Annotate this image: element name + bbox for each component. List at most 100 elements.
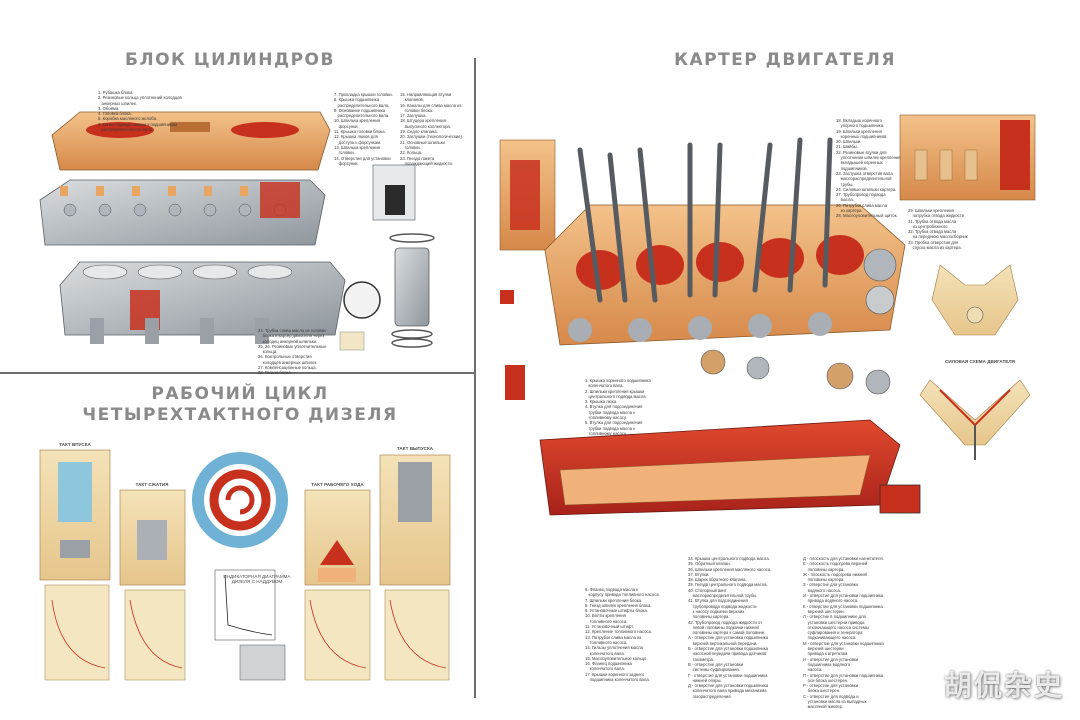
note-item: 4. Головка блока. — [98, 111, 132, 117]
note-item: 29. Шпильки крепления — [908, 208, 954, 213]
note-item: 25, 26. Резиновые уплотнительные — [258, 343, 327, 349]
note-item: 28. Маслоуловительный щиток. — [836, 213, 898, 219]
note-item: 6. Фланец подвода масла к — [585, 587, 639, 592]
note-item: коленчатого вала. — [585, 650, 625, 656]
note-item: половины картера. — [803, 566, 845, 572]
note-item: 10. Шпилька крепления — [334, 118, 380, 124]
note-item: 16. Каналы для слива масла из — [400, 102, 462, 108]
note-item: топливному насосу. — [585, 430, 627, 436]
note-item: 7. Прокладка крышки головки. — [334, 92, 393, 97]
note-item: насоса. — [803, 667, 823, 673]
note-item: 34. Крышка центрального подвода масла. — [688, 556, 770, 561]
crankcase-title: КАРТЕР ДВИГАТЕЛЯ — [674, 50, 896, 70]
note-item: блока в картер двигателя через — [258, 333, 325, 339]
note-item: подшипника коленчатого вала. — [585, 677, 650, 683]
note-item: К - отверстие для установки подшипника — [803, 603, 883, 609]
note-item: коренных подшипников. — [836, 133, 888, 139]
note-item: масляной жиклер. — [803, 704, 844, 710]
note-item: уплотнения шпилек крепления — [836, 155, 901, 161]
note-item: 13. Патрубок слива масла из — [585, 634, 642, 640]
note-item: 24. Трубка слива масла из головки — [258, 328, 326, 333]
note-item: головки блока. — [400, 107, 434, 113]
note-item: 27. Компенсационные кольца. — [258, 365, 317, 371]
note-item: 21. Основные шпильки — [400, 139, 445, 145]
crankcase-notes-right: 29. Шпильки крепления патрубка отвода жи… — [908, 208, 978, 250]
note-item: топливного насоса. — [585, 639, 628, 645]
vertical-divider — [474, 58, 476, 698]
note-item: 5. Втулка для подсоединения — [585, 420, 643, 426]
note-item: П - отверстие для установки подшипника — [803, 672, 884, 678]
note-item: 12. Крепление топливного насоса. — [585, 629, 653, 635]
note-item: головки. — [334, 150, 355, 156]
note-item: привода к агрегатам. — [803, 651, 849, 657]
work-cycle-title-line1: РАБОЧИЙ ЦИКЛ — [151, 384, 329, 404]
note-item: 10. Болты крепления — [585, 613, 626, 619]
note-item: охлаждающей жидкости. — [400, 160, 454, 166]
note-item: половины картера. — [688, 614, 730, 620]
note-item: кольца. — [258, 349, 278, 355]
note-item: 27. Трубопровод подвода — [836, 192, 886, 198]
crankcase-top-detail — [899, 114, 1036, 201]
note-item: трубки подвода масла к — [585, 409, 635, 415]
note-item: распределительного вала. — [98, 127, 154, 133]
note-item: 3. Обойма. — [98, 105, 120, 111]
note-item: вкладышей коренных — [836, 160, 883, 166]
note-item: нижней опоры. — [688, 677, 722, 683]
note-item: половины картера к самой половине. — [688, 630, 766, 636]
note-item: Е - плоскость подогрева верхней — [803, 561, 868, 567]
note-item: центрального подвода масла. — [585, 393, 647, 399]
watermark: 胡侃杂史 — [943, 669, 1064, 702]
bottom-notes-c: Д - плоскость для установки нагнетателя.… — [803, 556, 923, 710]
note-item: 12. Крышка люков для — [334, 134, 378, 140]
note-item: Д - плоскость для установки нагнетателя. — [803, 556, 884, 561]
note-item: левой половины подкачки нижней — [688, 624, 759, 630]
note-item: 11. Установочный штифт. — [585, 624, 634, 630]
note-item: 9. Основание подшипника — [334, 107, 386, 113]
note-item: 14. Гильзы уплотнения масла — [585, 645, 643, 651]
note-item: 18. Вкладыш коренного — [836, 118, 882, 123]
note-item: 40. Стопорный винт — [688, 587, 727, 593]
note-item: трубопровода подвода жидкости — [688, 603, 757, 609]
note-item: 31. Трубка отвода масла — [908, 218, 957, 224]
note-item: подкачивающего насоса. — [803, 635, 857, 641]
note-item: 8. Гнезд шпилек крепления блока. — [585, 602, 652, 608]
note-item: 39. Гнезда центрального подвода масла. — [688, 582, 768, 588]
note-item: установки масла из выпадных — [803, 699, 867, 705]
crankcase-bearing-parts — [500, 248, 897, 400]
note-item: 13. Шпилька крепления — [334, 144, 380, 150]
note-item: И - отверстие для установки подшипника — [803, 593, 884, 599]
note-item: упорного подшипника. — [836, 123, 885, 129]
note-item: корпусу привода топливного насоса. — [585, 592, 660, 598]
note-item: суфлирования и генератора — [803, 630, 863, 636]
power-scheme-diagrams — [919, 264, 1031, 460]
note-item: верхней шестерни. — [803, 608, 845, 614]
note-item: отключающего насоса системы — [803, 624, 869, 630]
note-item: Г - отверстие для установки подшипника — [688, 672, 768, 678]
note-item: 7. Шпильки крепления блока. — [585, 597, 643, 603]
note-item: 41. Втулка для подсоединения — [688, 598, 748, 604]
caption-intake-stroke: ТАКТ ВПУСКА — [59, 442, 91, 447]
cylinder-block-title: БЛОК ЦИЛИНДРОВ — [125, 50, 335, 70]
cylinder-liner — [339, 164, 435, 351]
note-item: спуска масла из картера. — [908, 245, 962, 251]
note-item: 19. Шпильки крепления — [836, 128, 882, 134]
cylinder-head — [39, 179, 326, 246]
note-item: из картера. — [836, 208, 863, 214]
note-item: клапанов. — [400, 97, 424, 103]
note-item: 18. Штуцера крепления — [400, 118, 446, 124]
note-item: к насосу подкачки верхних — [688, 608, 745, 614]
note-item: анкерных шпилек. — [98, 100, 137, 106]
note-item: 15. Маслоуловительное кольцо. — [585, 655, 648, 661]
note-item: трубы. — [836, 181, 854, 187]
note-item: 9. Установочные штифты блока. — [585, 608, 648, 614]
note-item: колодцев анкерных шпилек. — [258, 359, 318, 365]
caption-indicator-diagram: ИНДИКАТОРНАЯ ДИАГРАММА ДИЗЕЛЯ С НАДДУВОМ — [223, 574, 291, 584]
cylinder-block-body — [59, 261, 346, 344]
note-item: 35. Обратный клапан. — [688, 561, 731, 567]
note-item: колодец анкерной шпильки. — [258, 338, 318, 344]
note-item: трубки подвода масла к — [585, 425, 635, 431]
bottom-notes-b: 34. Крышка центрального подвода масла.35… — [688, 556, 800, 699]
note-item: топливному насосу. — [585, 415, 627, 421]
note-item: 23. Заглушка отверстия вала — [836, 170, 893, 176]
note-item: подшипников. — [836, 165, 868, 171]
